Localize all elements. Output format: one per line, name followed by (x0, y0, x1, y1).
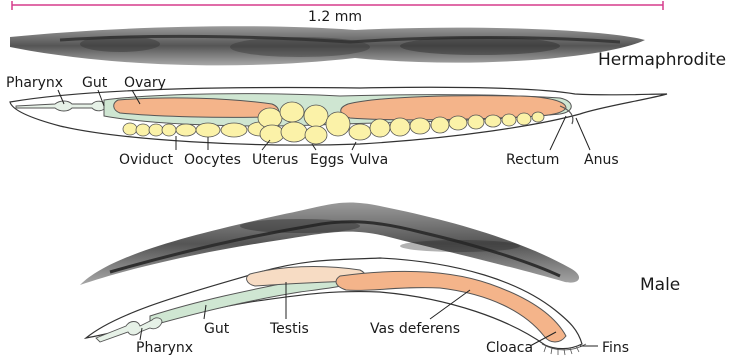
scale-bar-label: 1.2 mm (308, 9, 362, 25)
label-gut-male: Gut (204, 321, 230, 337)
label-testis: Testis (269, 321, 309, 337)
label-pharynx-herm: Pharynx (6, 75, 63, 91)
label-cloaca: Cloaca (486, 340, 533, 356)
label-ovary: Ovary (124, 75, 166, 91)
label-eggs: Eggs (310, 152, 344, 168)
label-vulva: Vulva (350, 152, 388, 168)
hermaphrodite-photo (10, 26, 645, 65)
label-oocytes: Oocytes (184, 152, 241, 168)
scale-bar: 1.2 mm (12, 1, 663, 25)
label-pharynx-male: Pharynx (136, 340, 193, 356)
male-title: Male (640, 275, 680, 295)
label-rectum: Rectum (506, 152, 559, 168)
label-fins: Fins (602, 340, 629, 356)
label-gut-herm: Gut (82, 75, 108, 91)
label-vas-deferens: Vas deferens (370, 321, 460, 337)
label-oviduct: Oviduct (119, 152, 174, 168)
hermaphrodite-schematic (10, 87, 667, 145)
label-uterus: Uterus (252, 152, 298, 168)
label-anus: Anus (584, 152, 619, 168)
hermaphrodite-title: Hermaphrodite (598, 50, 726, 70)
